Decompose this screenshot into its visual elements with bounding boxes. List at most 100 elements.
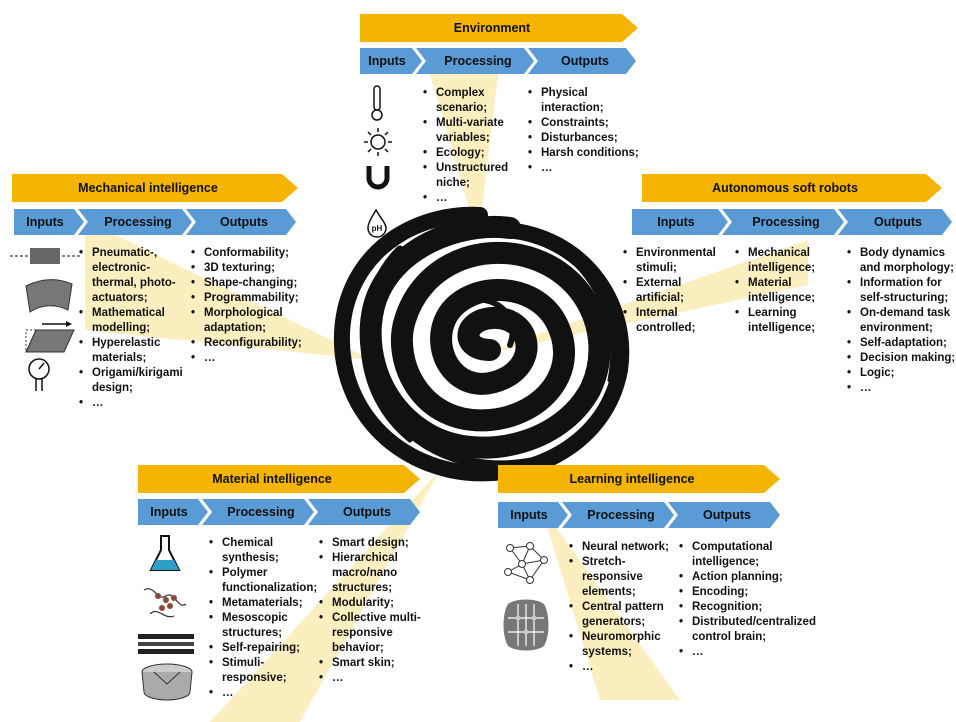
list-item: External artificial;	[622, 276, 732, 306]
list-item: Logic;	[846, 366, 954, 381]
list-item: Action planning;	[678, 570, 798, 585]
list-item: …	[422, 191, 527, 206]
environment-outputs-header: Outputs	[528, 48, 636, 74]
list-item: Encoding;	[678, 585, 798, 600]
list-item: Collective multi-responsive behavior;	[318, 611, 432, 656]
list-item: Body dynamics and morphology;	[846, 246, 954, 276]
mechanical-outputs-list: Conformability; 3D texturing; Shape-chan…	[190, 246, 320, 366]
learning-banner: Learning intelligence	[498, 465, 780, 493]
list-item: Mathematical modelling;	[78, 306, 190, 336]
folded-cup-icon	[141, 663, 193, 701]
list-item: Constraints;	[527, 116, 647, 131]
list-item: Metamaterials;	[208, 596, 316, 611]
list-item: Ecology;	[422, 146, 527, 161]
list-item: Harsh conditions;	[527, 146, 647, 161]
mechanical-inputs-header: Inputs	[14, 209, 84, 235]
list-item: …	[568, 660, 680, 675]
list-item: Computational intelligence;	[678, 540, 798, 570]
list-item: Smart skin;	[318, 656, 432, 671]
curved-sheet-icon	[25, 279, 73, 313]
material-inputs-header: Inputs	[138, 499, 208, 525]
list-item: Programmability;	[190, 291, 320, 306]
thermometer-icon	[371, 85, 383, 121]
autonomous-processing-header: Processing	[722, 209, 844, 235]
autonomous-outputs-list: Body dynamics and morphology; Informatio…	[846, 246, 954, 396]
list-item: Recognition;	[678, 600, 798, 615]
mechanical-outputs-header: Outputs	[186, 209, 296, 235]
list-item: Self-adaptation;	[846, 336, 954, 351]
svg-text:pH: pH	[372, 224, 383, 233]
material-processing-header: Processing	[202, 499, 314, 525]
autonomous-outputs-header: Outputs	[838, 209, 952, 235]
list-item: Origami/kirigami design;	[78, 366, 190, 396]
list-item: Multi-variate variables;	[422, 116, 527, 146]
neural-network-icon	[504, 542, 548, 584]
list-item: Learning intelligence;	[734, 306, 834, 336]
list-item: Polymer functionalization;	[208, 566, 317, 596]
autonomous-banner: Autonomous soft robots	[642, 174, 942, 202]
environment-outputs-list: Physical interaction; Constraints; Distu…	[527, 86, 647, 176]
list-item: Neuromorphic systems;	[568, 630, 680, 660]
magnet-icon	[366, 166, 390, 190]
list-item: Shape-changing;	[190, 276, 320, 291]
list-item: Central pattern generators;	[568, 600, 680, 630]
list-item: …	[318, 671, 432, 686]
polymer-chain-icon	[143, 588, 187, 618]
tension-specimen-icon	[10, 248, 80, 264]
list-item: Environmental stimuli;	[622, 246, 732, 276]
list-item: Neural network;	[568, 540, 680, 555]
list-item: …	[527, 161, 647, 176]
mechanical-processing-list: Pneumatic-, electronic-thermal, photo-ac…	[78, 246, 190, 411]
list-item: Modularity;	[318, 596, 432, 611]
autonomous-inputs-header: Inputs	[632, 209, 728, 235]
list-item: Hyperelastic materials;	[78, 336, 190, 366]
list-item: Material intelligence;	[734, 276, 834, 306]
shear-parallelogram-icon	[25, 321, 75, 353]
layered-film-icon	[138, 634, 194, 654]
flask-icon	[149, 535, 181, 571]
list-item: …	[208, 686, 316, 701]
autonomous-inputs-list: Environmental stimuli; External artifici…	[622, 246, 732, 336]
list-item: Mesoscopic structures;	[208, 611, 316, 641]
learning-outputs-list: Computational intelligence; Action plann…	[678, 540, 816, 660]
material-outputs-list: Smart design; Hierarchical macro/nano st…	[318, 536, 432, 686]
list-item: Smart design;	[318, 536, 432, 551]
list-item: Stretch-responsive elements;	[568, 555, 680, 600]
list-item: …	[190, 351, 320, 366]
list-item: Mechanical intelligence;	[734, 246, 834, 276]
list-item: …	[78, 396, 190, 411]
learning-processing-header: Processing	[562, 502, 674, 528]
autonomous-processing-list: Mechanical intelligence; Material intell…	[734, 246, 834, 336]
pressure-gauge-icon	[28, 358, 50, 391]
list-item: Hierarchical macro/nano structures;	[318, 551, 432, 596]
list-item: Decision making;	[846, 351, 954, 366]
list-item: Complex scenario;	[422, 86, 527, 116]
list-item: …	[678, 645, 798, 660]
list-item: Internal controlled;	[622, 306, 732, 336]
mechanical-banner: Mechanical intelligence	[12, 174, 298, 202]
environment-processing-list: Complex scenario; Multi-variate variable…	[422, 86, 527, 206]
environment-inputs-header: Inputs	[360, 48, 422, 74]
list-item: Unstructured niche;	[422, 161, 527, 191]
list-item: Distributed/centralized control brain;	[678, 615, 816, 645]
learning-outputs-header: Outputs	[668, 502, 780, 528]
learning-processing-list: Neural network; Stretch-responsive eleme…	[568, 540, 680, 675]
material-processing-list: Chemical synthesis; Polymer functionaliz…	[208, 536, 317, 701]
list-item: On-demand task environment;	[846, 306, 954, 336]
ph-drop-icon: pH	[367, 208, 387, 238]
neuromorphic-chip-icon	[503, 599, 549, 651]
list-item: Self-repairing;	[208, 641, 316, 656]
material-outputs-header: Outputs	[308, 499, 420, 525]
material-banner: Material intelligence	[138, 465, 420, 493]
list-item: Conformability;	[190, 246, 320, 261]
list-item: Chemical synthesis;	[208, 536, 316, 566]
list-item: Pneumatic-, electronic-thermal, photo-ac…	[78, 246, 190, 306]
list-item: Stimuli-responsive;	[208, 656, 316, 686]
list-item: …	[846, 381, 954, 396]
list-item: Disturbances;	[527, 131, 647, 146]
list-item: Reconfigurability;	[190, 336, 320, 351]
learning-inputs-header: Inputs	[498, 502, 568, 528]
mechanical-processing-header: Processing	[78, 209, 192, 235]
list-item: 3D texturing;	[190, 261, 320, 276]
